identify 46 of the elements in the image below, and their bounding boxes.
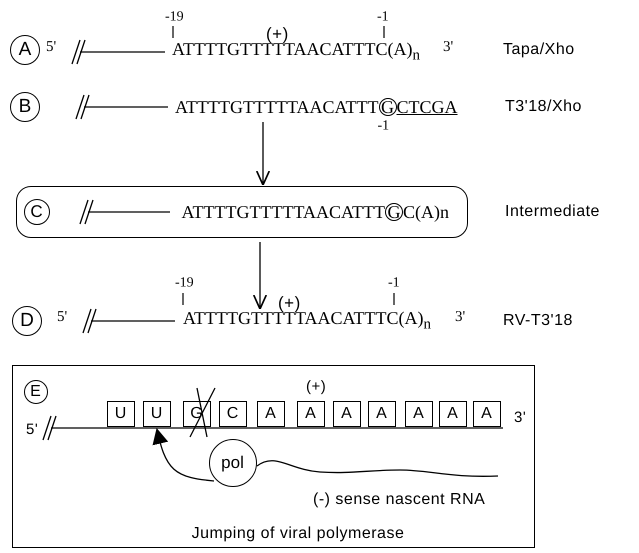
position-number: -19 bbox=[175, 275, 194, 291]
circled-letter: C bbox=[24, 198, 50, 224]
end-label: 3' bbox=[443, 38, 454, 56]
arrow bbox=[152, 428, 214, 482]
circled-base: G bbox=[385, 202, 404, 220]
nucleotide-box: C bbox=[218, 400, 246, 426]
polymerase-circle: pol bbox=[208, 438, 256, 486]
panel-box bbox=[12, 365, 535, 548]
position-number: -1 bbox=[378, 118, 390, 134]
sequence-text: ATTTTGTTTTTAACATTTC(A)$_{n}$ bbox=[183, 310, 432, 332]
arrow bbox=[252, 242, 268, 310]
end-label: 3' bbox=[455, 308, 466, 326]
nucleotide-box: A bbox=[404, 400, 432, 426]
panel-caption: Jumping of viral polymerase bbox=[192, 525, 404, 543]
polarity-mark: (+) bbox=[278, 294, 301, 313]
circled-letter: B bbox=[10, 92, 40, 122]
nucleotide-box: A bbox=[472, 400, 500, 426]
nucleotide-box: U bbox=[142, 400, 170, 426]
construct-name: RV-T3'18 bbox=[503, 312, 573, 330]
construct-name: T3'18/Xho bbox=[505, 98, 582, 116]
end-label: 5' bbox=[46, 38, 56, 56]
circled-letter: A bbox=[10, 35, 40, 65]
polarity-mark: (+) bbox=[306, 378, 326, 396]
nucleotide-box: U bbox=[106, 400, 134, 426]
circled-base: G bbox=[378, 98, 397, 116]
arrow bbox=[256, 122, 270, 186]
position-number: -1 bbox=[388, 275, 400, 291]
intermediate-box bbox=[16, 186, 468, 238]
nucleotide-box: A bbox=[332, 400, 360, 426]
nucleotide-box: A bbox=[438, 400, 466, 426]
end-label: 3' bbox=[514, 410, 526, 426]
nucleotide-box: A bbox=[256, 400, 284, 426]
end-label: 5' bbox=[26, 422, 38, 438]
circled-letter: E bbox=[24, 380, 48, 404]
position-number: -19 bbox=[165, 9, 184, 25]
nucleotide-box: A bbox=[368, 400, 396, 426]
construct-name: Tapa/Xho bbox=[503, 41, 575, 59]
nucleotide-box: A bbox=[296, 400, 324, 426]
sequence-text: ATTTTGTTTTTAACATTTGC(A)n bbox=[182, 200, 450, 222]
rna-label: (-) sense nascent RNA bbox=[313, 491, 486, 509]
end-label: 5' bbox=[57, 308, 68, 326]
construct-name: Intermediate bbox=[505, 203, 600, 221]
position-number: -1 bbox=[377, 9, 389, 25]
circled-letter: D bbox=[12, 306, 42, 336]
polarity-mark: (+) bbox=[266, 26, 289, 44]
sequence-text: ATTTTGTTTTTAACATTTGCTCGA bbox=[175, 96, 458, 118]
